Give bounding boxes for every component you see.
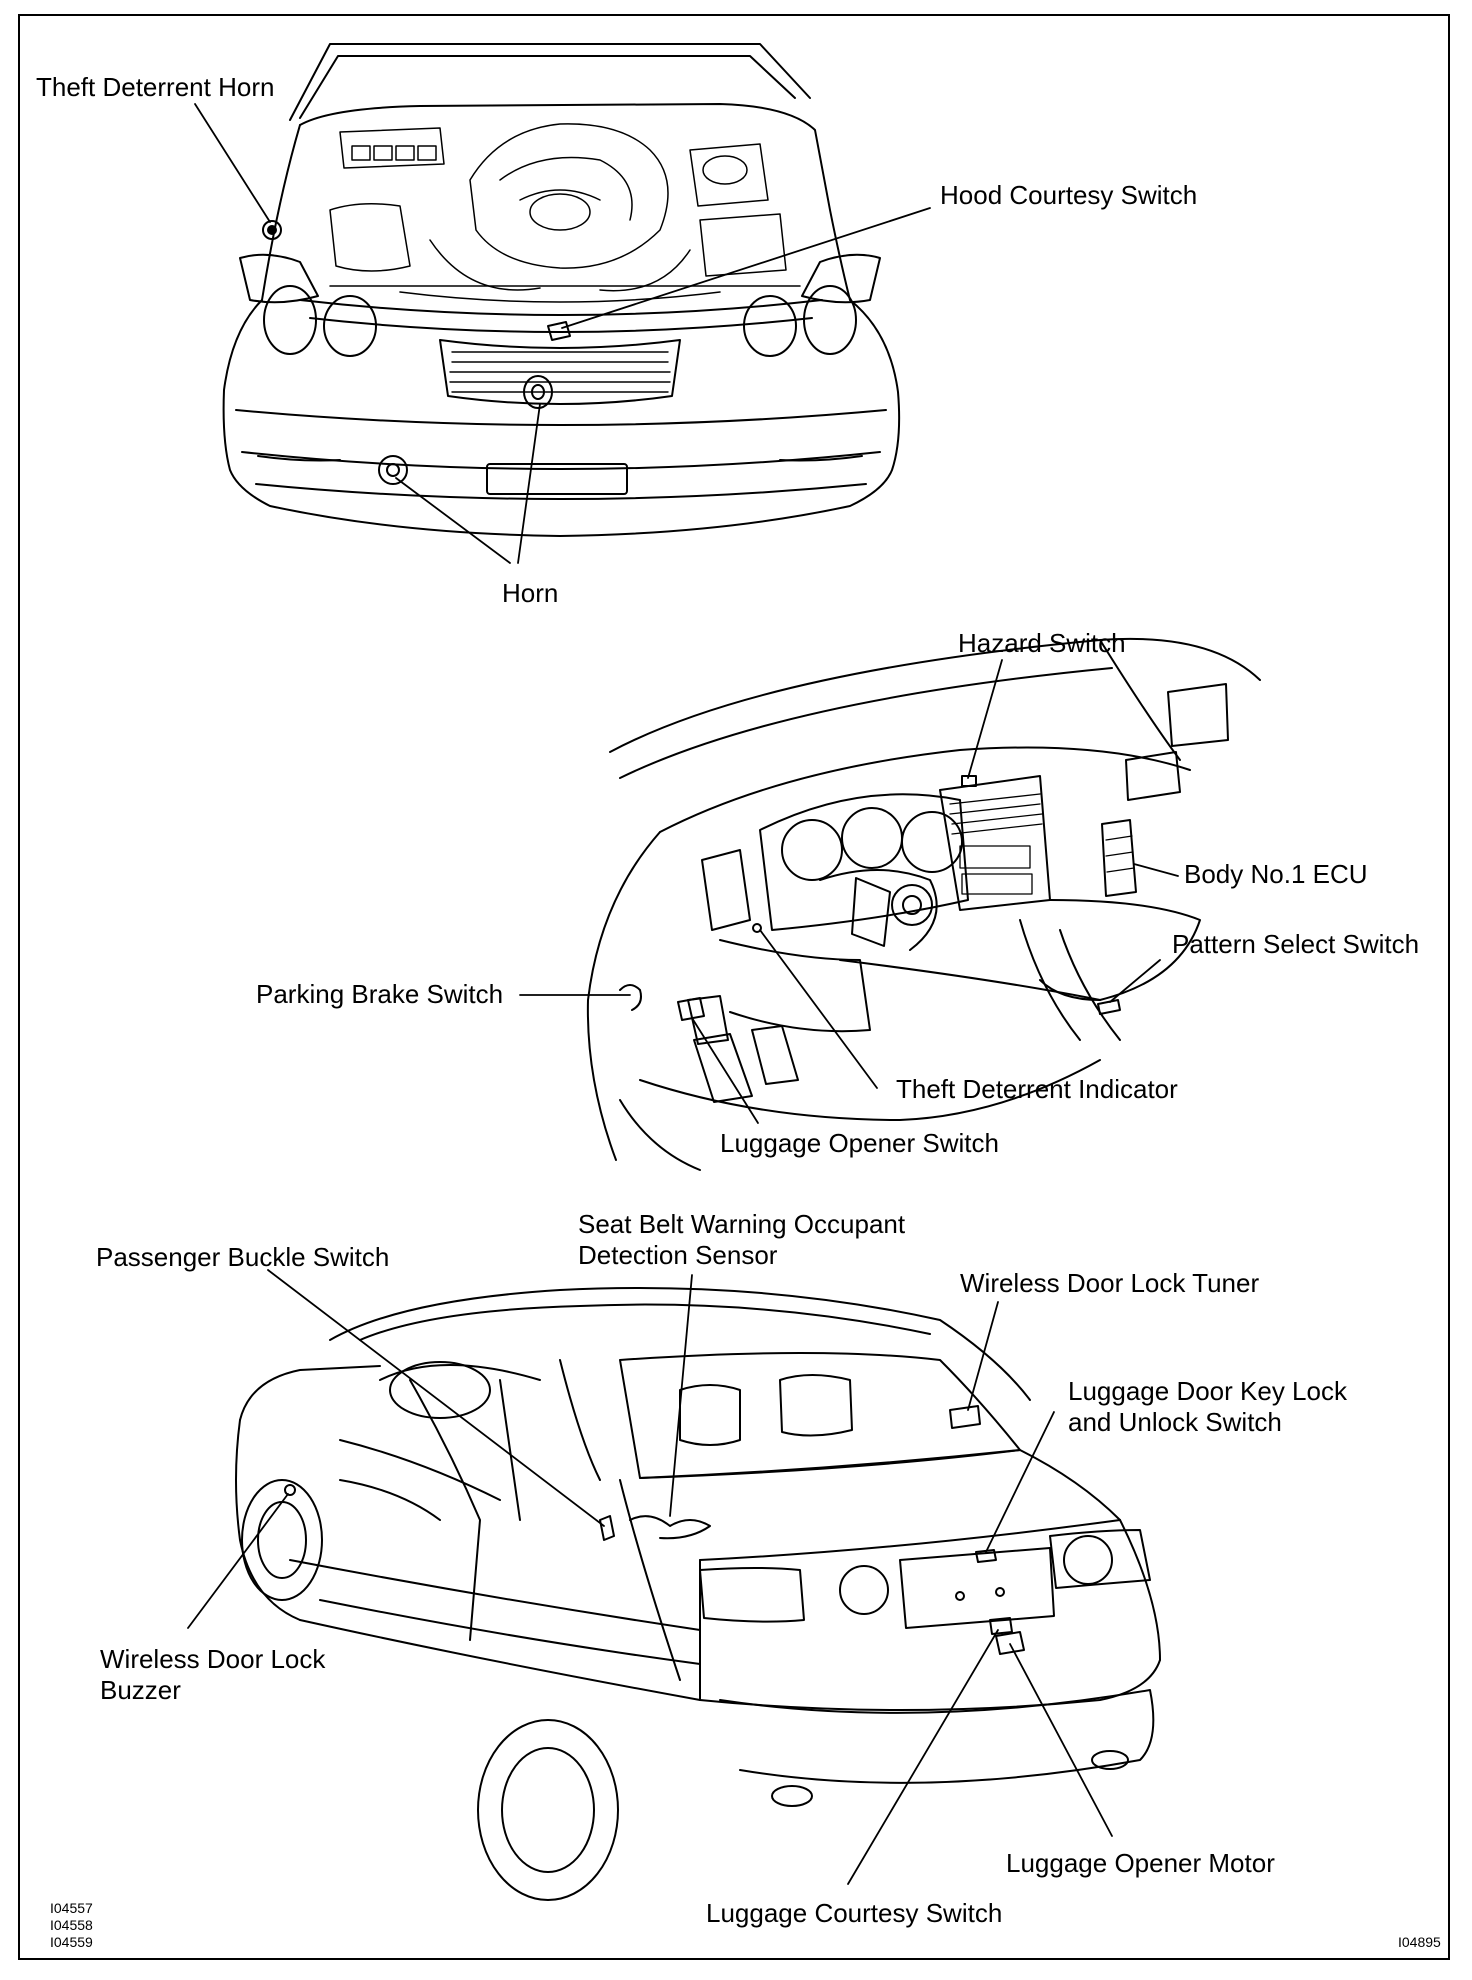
label-luggage-door-key-lock-line2: and Unlock Switch [1068, 1407, 1282, 1437]
label-horn: Horn [502, 578, 559, 608]
leader-lines [187, 103, 1179, 1885]
label-wireless-door-lock-tuner: Wireless Door Lock Tuner [960, 1268, 1260, 1298]
figure-codes-left: I04557 I04558 I04559 [50, 1900, 93, 1951]
figure-code: I04558 [50, 1917, 93, 1933]
figure-code-right: I04895 [1398, 1934, 1441, 1950]
label-seat-belt-sensor-line1: Seat Belt Warning Occupant [578, 1209, 906, 1239]
label-wireless-door-lock-buzzer: Wireless Door Lock Buzzer [100, 1644, 325, 1706]
label-theft-deterrent-horn: Theft Deterrent Horn [36, 72, 275, 102]
label-wireless-door-lock-buzzer-line1: Wireless Door Lock [100, 1644, 326, 1674]
label-seat-belt-sensor-line2: Detection Sensor [578, 1240, 778, 1270]
front-car-drawing [222, 43, 901, 537]
figure-code: I04559 [50, 1934, 93, 1950]
label-passenger-buckle-switch: Passenger Buckle Switch [96, 1242, 390, 1272]
label-theft-deterrent-indicator: Theft Deterrent Indicator [896, 1074, 1178, 1104]
label-luggage-courtesy-switch: Luggage Courtesy Switch [706, 1898, 1003, 1928]
label-luggage-door-key-lock: Luggage Door Key Lock and Unlock Switch [1068, 1376, 1347, 1438]
label-hood-courtesy-switch: Hood Courtesy Switch [940, 180, 1198, 210]
rear-car-drawing [235, 1287, 1161, 1901]
label-pattern-select-switch: Pattern Select Switch [1172, 929, 1420, 959]
label-luggage-door-key-lock-line1: Luggage Door Key Lock [1068, 1376, 1347, 1406]
label-luggage-opener-motor: Luggage Opener Motor [1006, 1848, 1275, 1878]
figure-code: I04557 [50, 1900, 93, 1916]
label-body-no1-ecu: Body No.1 ECU [1184, 859, 1368, 889]
label-seat-belt-sensor: Seat Belt Warning Occupant Detection Sen… [578, 1209, 905, 1271]
figure-frame [18, 14, 1450, 1960]
label-parking-brake-switch: Parking Brake Switch [256, 979, 504, 1009]
dashboard-drawing [586, 637, 1261, 1171]
label-hazard-switch: Hazard Switch [958, 628, 1126, 658]
label-wireless-door-lock-buzzer-line2: Buzzer [100, 1675, 181, 1705]
label-luggage-opener-switch: Luggage Opener Switch [720, 1128, 999, 1158]
